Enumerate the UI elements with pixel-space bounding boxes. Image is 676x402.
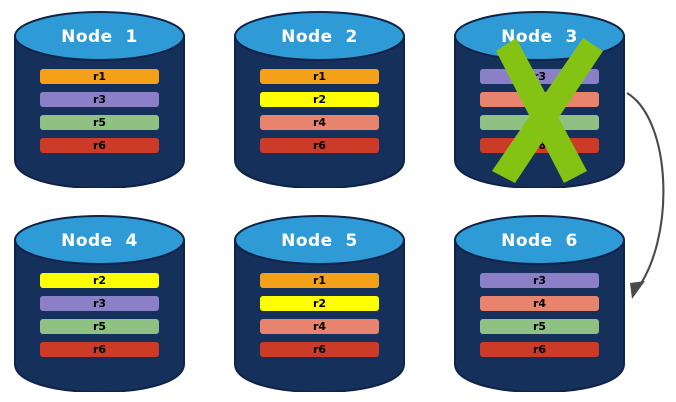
fragment-r6[interactable]: r6 — [40, 342, 159, 357]
fragment-r1[interactable]: r1 — [260, 273, 379, 288]
fragment-r2[interactable]: r2 — [260, 92, 379, 107]
fragment-r6[interactable]: r6 — [260, 342, 379, 357]
cylinder-top — [14, 215, 185, 265]
fragment-list: r1 r2 r4 r6 — [260, 69, 379, 153]
fragment-r6[interactable]: r6 — [260, 138, 379, 153]
fragment-r3[interactable]: r3 — [480, 273, 599, 288]
fragment-r4[interactable]: r4 — [480, 296, 599, 311]
fragment-r5[interactable]: r5 — [40, 115, 159, 130]
fragment-r5[interactable]: r5 — [480, 115, 599, 130]
fragment-r2[interactable]: r2 — [260, 296, 379, 311]
fragment-r4[interactable]: r4 — [480, 92, 599, 107]
fragment-r6[interactable]: r6 — [40, 138, 159, 153]
fragment-r3[interactable]: r3 — [40, 92, 159, 107]
fragment-r5[interactable]: r5 — [40, 319, 159, 334]
fragment-r4[interactable]: r4 — [260, 115, 379, 130]
fragment-r1[interactable]: r1 — [40, 69, 159, 84]
fragment-r4[interactable]: r4 — [260, 319, 379, 334]
cylinder-top — [234, 11, 405, 61]
cylinder-top — [234, 215, 405, 265]
fragment-list: r1 r3 r5 r6 — [40, 69, 159, 153]
arrow-path — [626, 92, 665, 293]
fragment-r5[interactable]: r5 — [480, 319, 599, 334]
arrow-head — [630, 281, 645, 299]
fragment-r3[interactable]: r3 — [40, 296, 159, 311]
fragment-r6[interactable]: r6 — [480, 342, 599, 357]
fragment-r1[interactable]: r1 — [260, 69, 379, 84]
fragment-list: r2 r3 r5 r6 — [40, 273, 159, 357]
fragment-r3[interactable]: r3 — [480, 69, 599, 84]
fragment-list: r3 r4 r5 r6 — [480, 69, 599, 153]
fragment-list: r3 r4 r5 r6 — [480, 273, 599, 357]
fragment-r6[interactable]: r6 — [480, 138, 599, 153]
cylinder-top — [454, 215, 625, 265]
fragment-list: r1 r2 r4 r6 — [260, 273, 379, 357]
cylinder-top — [454, 11, 625, 61]
fragment-r2[interactable]: r2 — [40, 273, 159, 288]
cylinder-top — [14, 11, 185, 61]
